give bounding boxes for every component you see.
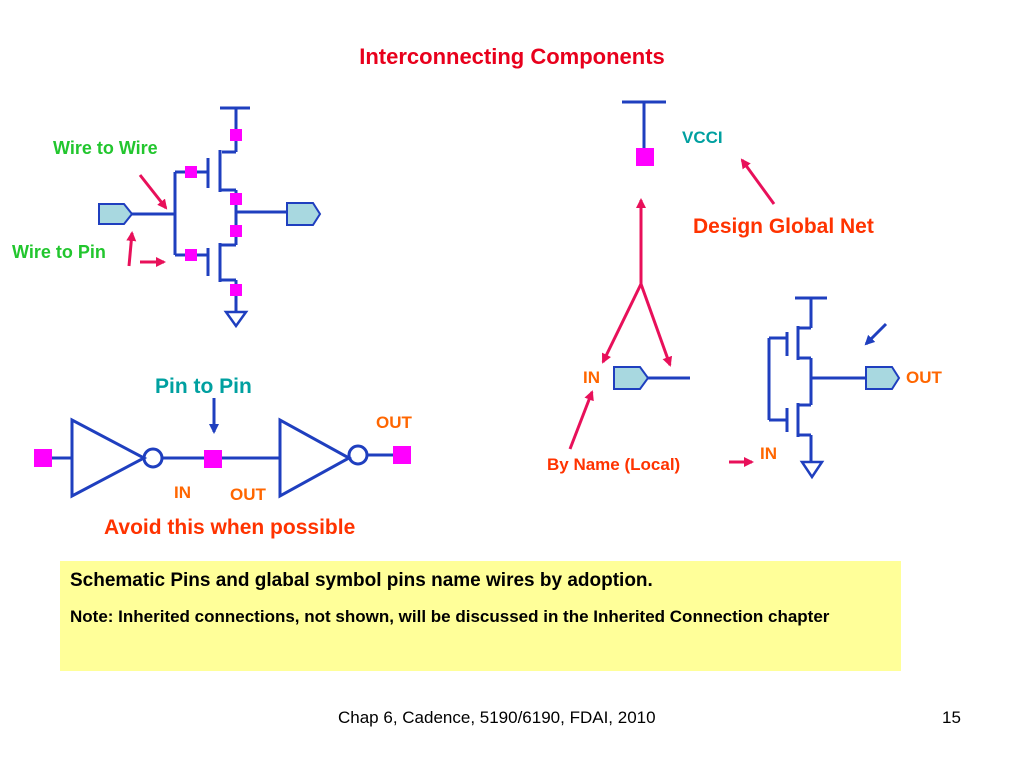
label-out-top: OUT [376,413,412,432]
connection-squares-left [185,129,242,296]
label-wire-to-pin: Wire to Pin [12,242,106,262]
wire-to-pin-arrow-up [126,231,137,267]
footer-caption: Chap 6, Cadence, 5190/6190, FDAI, 2010 [338,708,656,727]
out-pin-right [865,366,901,390]
label-by-name: By Name (Local) [547,455,681,474]
wire-to-wire-arrow [138,174,168,210]
in-pin-middle [613,366,650,390]
label-wire-to-wire: Wire to Wire [53,138,158,158]
note-line-1: Schematic Pins and glabal symbol pins na… [70,570,653,591]
vcci-symbol [622,100,666,148]
inverter-pin-squares [34,446,411,468]
label-in-inverter: IN [174,483,191,502]
vcci-pin-square [636,148,654,166]
note-box: Schematic Pins and glabal symbol pins na… [60,561,901,671]
blue-pointer-arrow [864,322,888,346]
design-global-net-arrow [740,158,776,205]
label-design-global-net: Design Global Net [693,215,874,238]
label-avoid: Avoid this when possible [104,516,356,539]
input-pin-left [98,203,134,225]
label-out-right: OUT [906,368,942,387]
page-number: 15 [942,708,961,727]
inverter-symbols [52,417,394,499]
right-inverter-schematic [767,296,866,480]
by-name-arrows [568,198,754,467]
label-pin-to-pin: Pin to Pin [155,375,252,398]
label-in-right-bottom: IN [760,444,777,463]
output-pin-left [286,202,322,226]
note-line-2: Note: Inherited connections, not shown, … [70,607,830,626]
label-in-right: IN [583,368,600,387]
label-out-inverter: OUT [230,485,266,504]
slide-title: Interconnecting Components [359,44,665,69]
label-vcci: VCCI [682,128,723,147]
